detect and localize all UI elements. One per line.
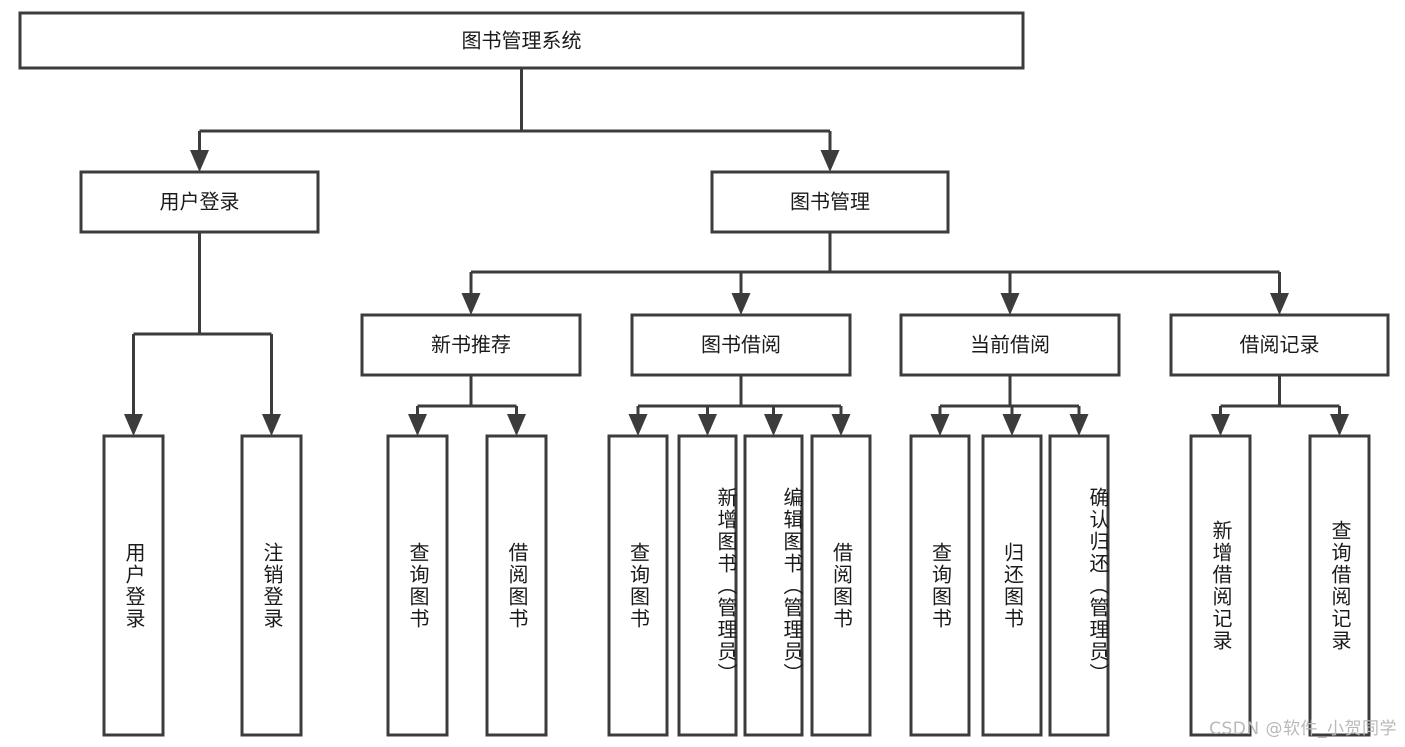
node-box-leaf-cb-return-book[interactable] xyxy=(981,434,1043,737)
connector-group-user-login xyxy=(124,232,281,436)
arrow-head-bb-leaf-1 xyxy=(698,414,717,436)
node-box-leaf-nb-borrow-book[interactable] xyxy=(485,434,548,737)
arrow-head-leaf-logout xyxy=(262,414,281,436)
node-box-leaf-br-add-record[interactable] xyxy=(1189,434,1252,737)
node-label-current-borrow: 当前借阅 xyxy=(970,333,1050,357)
arrow-head-cb-leaf-1 xyxy=(1002,414,1022,436)
arrow-head-new-books xyxy=(461,293,481,315)
arrow-head-book-borrow xyxy=(731,293,751,315)
node-label-user-login: 用户登录 xyxy=(160,190,240,214)
node-box-borrow-record[interactable] xyxy=(1169,313,1390,377)
watermark-text: CSDN @软件_小贺同学 xyxy=(1209,719,1397,739)
arrow-head-cb-leaf-0 xyxy=(930,414,950,436)
node-box-root[interactable] xyxy=(18,11,1025,70)
arrow-head-cb-leaf-2 xyxy=(1069,414,1089,436)
arrow-head-book-mgmt xyxy=(820,150,840,172)
node-box-leaf-logout[interactable] xyxy=(240,434,303,737)
node-box-current-borrow[interactable] xyxy=(899,313,1121,377)
node-box-leaf-user-login[interactable] xyxy=(102,434,165,737)
connector-group-new-books xyxy=(408,375,526,436)
arrow-head-leaf-user-login xyxy=(124,414,143,436)
arrow-head-bb-leaf-2 xyxy=(764,414,783,436)
node-box-user-login[interactable] xyxy=(79,170,320,234)
node-label-book-management: 图书管理 xyxy=(790,190,870,214)
node-label-root: 图书管理系统 xyxy=(462,29,582,53)
node-box-leaf-bb-query-book[interactable] xyxy=(607,434,669,737)
arrow-head-user-login xyxy=(190,150,209,172)
node-box-book-management[interactable] xyxy=(710,170,950,234)
node-box-leaf-bb-add-book[interactable] xyxy=(677,434,738,737)
arrow-head-borrow-record xyxy=(1270,293,1289,315)
node-box-book-borrow[interactable] xyxy=(630,313,852,377)
node-label-new-book-recommend: 新书推荐 xyxy=(431,333,511,357)
arrow-head-nb-leaf-0 xyxy=(408,414,427,436)
connector-group-current-borrow xyxy=(930,375,1089,436)
connector-group-book-mgmt xyxy=(461,232,1289,315)
arrow-head-br-leaf-0 xyxy=(1211,414,1230,436)
arrow-head-bb-leaf-3 xyxy=(831,414,851,436)
node-box-leaf-bb-borrow-book[interactable] xyxy=(810,434,872,737)
node-box-leaf-cb-query-book[interactable] xyxy=(909,434,971,737)
node-box-new-book-recommend[interactable] xyxy=(360,313,582,377)
node-box-leaf-br-query-record[interactable] xyxy=(1308,434,1371,737)
arrow-head-nb-leaf-1 xyxy=(507,414,526,436)
node-box-leaf-nb-query-book[interactable] xyxy=(386,434,449,737)
connector-group-root xyxy=(190,68,840,172)
connector-group-book-borrow xyxy=(628,375,851,436)
node-label-book-borrow: 图书借阅 xyxy=(701,333,781,357)
node-box-leaf-cb-confirm-return[interactable] xyxy=(1048,434,1110,737)
node-label-borrow-record: 借阅记录 xyxy=(1240,333,1320,357)
connector-group-borrow-record xyxy=(1211,375,1349,436)
arrow-head-br-leaf-1 xyxy=(1330,414,1349,436)
node-box-leaf-bb-edit-book[interactable] xyxy=(743,434,804,737)
arrow-head-bb-leaf-0 xyxy=(628,414,648,436)
arrow-head-current-borrow xyxy=(1000,293,1020,315)
